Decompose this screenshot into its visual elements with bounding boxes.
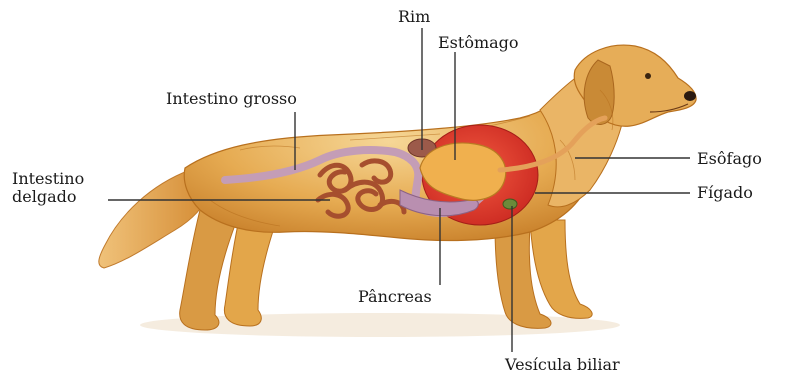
- label-esofago: Esôfago: [697, 150, 762, 168]
- dog-nose: [684, 91, 696, 101]
- label-rim: Rim: [398, 8, 430, 26]
- dog-eye: [645, 73, 651, 79]
- label-estomago: Estômago: [438, 34, 519, 52]
- label-intestino-grosso: Intestino grosso: [166, 90, 297, 108]
- dog-front-leg-right: [530, 220, 592, 318]
- gallbladder-organ: [503, 199, 517, 209]
- label-vesicula-biliar: Vesícula biliar: [505, 356, 620, 374]
- label-pancreas: Pâncreas: [358, 288, 432, 306]
- label-intestino-delgado: Intestino delgado: [12, 170, 84, 206]
- label-figado: Fígado: [697, 184, 753, 202]
